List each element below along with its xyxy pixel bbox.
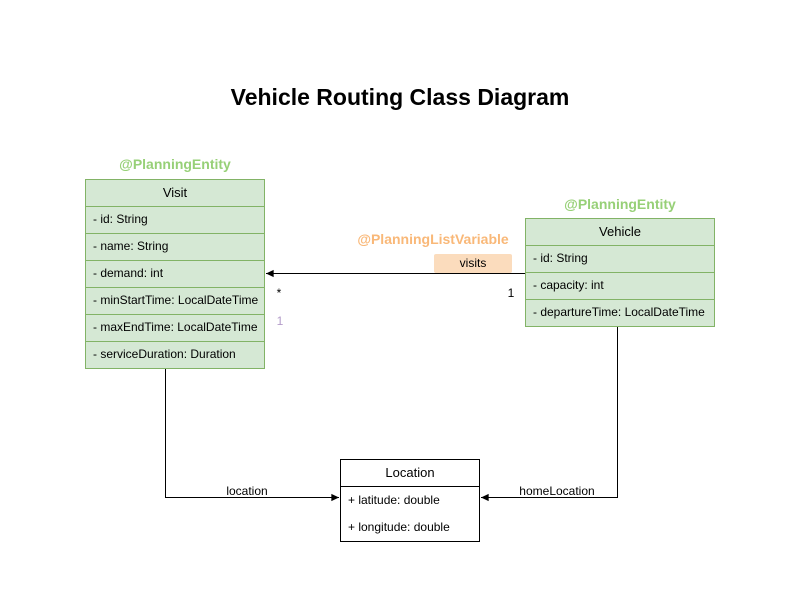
class-vehicle[interactable]: Vehicle - id: String - capacity: int - d… — [525, 218, 715, 327]
attribute-row: - departureTime: LocalDateTime — [526, 299, 714, 326]
attribute-row: - maxEndTime: LocalDateTime — [86, 314, 264, 341]
edge-label-location[interactable]: location — [226, 484, 268, 498]
secondary-multiplicity: 1 — [276, 314, 284, 328]
class-vehicle-name: Vehicle — [599, 224, 641, 239]
class-location-name: Location — [385, 465, 435, 480]
class-location-attributes: + latitude: double + longitude: double — [341, 486, 479, 541]
attribute-row: - demand: int — [86, 260, 264, 287]
attribute-row: - minStartTime: LocalDateTime — [86, 287, 264, 314]
attribute-row: - id: String — [526, 245, 714, 272]
class-visit[interactable]: Visit - id: String - name: String - dema… — [85, 179, 265, 369]
edge-label-home-location[interactable]: homeLocation — [519, 484, 595, 498]
vehicle-planning-entity-annotation: @PlanningEntity — [564, 196, 676, 212]
multiplicity-vehicle-side: 1 — [507, 286, 515, 300]
attribute-row: - name: String — [86, 233, 264, 260]
diagram-title: Vehicle Routing Class Diagram — [230, 84, 570, 110]
edge-label-visits[interactable]: visits — [434, 254, 512, 273]
visit-planning-entity-annotation: @PlanningEntity — [119, 156, 231, 172]
class-location[interactable]: Location + latitude: double + longitude:… — [340, 459, 480, 542]
attribute-row: + longitude: double — [348, 520, 450, 534]
attribute-row: - capacity: int — [526, 272, 714, 299]
attribute-row: - id: String — [86, 206, 264, 233]
attribute-row: - serviceDuration: Duration — [86, 341, 264, 368]
attribute-row: + latitude: double — [348, 493, 440, 507]
edge-home-location[interactable] — [481, 322, 618, 502]
class-visit-name: Visit — [162, 185, 188, 200]
edge-location[interactable] — [165, 361, 340, 502]
multiplicity-visit-side: * — [276, 286, 282, 300]
planning-list-variable-annotation: @PlanningListVariable — [357, 231, 509, 247]
